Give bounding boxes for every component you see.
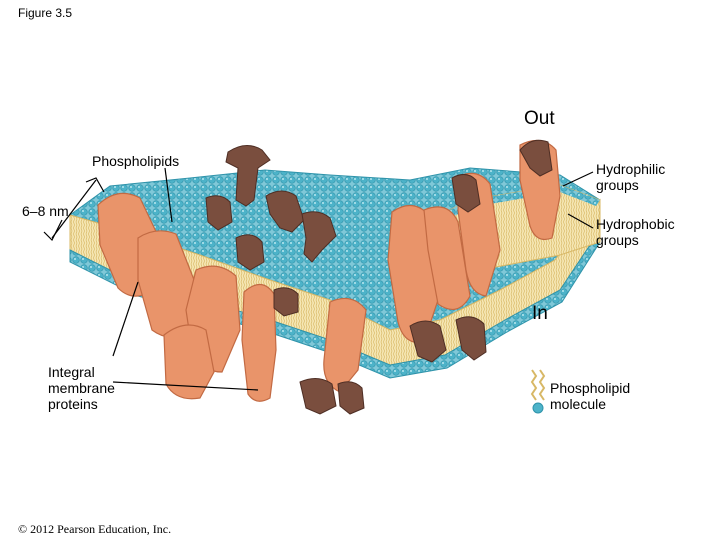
hydrophilic-leader (562, 171, 594, 187)
carbohydrate-10 (299, 378, 337, 415)
carbohydrate-8 (409, 320, 447, 363)
phospholipids-leader (164, 167, 173, 223)
thickness-label: 6–8 nm (22, 203, 69, 219)
carbohydrate-9 (455, 316, 487, 361)
protein-4 (163, 324, 215, 400)
carbohydrate-2 (265, 190, 305, 233)
carbohydrate-groups (205, 139, 553, 415)
figure-label: Figure 3.5 (18, 6, 73, 20)
carbohydrate-7 (451, 174, 481, 213)
protein-6 (323, 297, 367, 393)
integral-proteins (97, 139, 561, 402)
protein-5 (241, 283, 277, 402)
membrane-cut-face-heads (390, 185, 600, 247)
carbohydrate-3 (301, 211, 337, 263)
phospholipid-molecule-icon (530, 369, 546, 414)
integral-membrane-proteins-label: Integral membrane proteins (48, 364, 115, 412)
protein-8 (423, 206, 471, 311)
phospholipid-molecule-label: Phospholipid molecule (550, 380, 631, 412)
phospholipids-label: Phospholipids (92, 153, 180, 169)
thickness-bracket-top (85, 177, 105, 193)
out-label: Out (524, 108, 555, 129)
hydrophilic-groups-label: Hydrophilic groups (596, 161, 666, 193)
thickness-bracket-bottom (43, 219, 63, 242)
hydrophobic-groups-label: Hydrophobic groups (596, 216, 675, 248)
integral-leader (112, 281, 139, 357)
hydrophobic-leader (567, 213, 594, 229)
carbohydrate-11 (337, 381, 365, 415)
leader-lines (43, 167, 594, 391)
carbohydrate-1 (225, 145, 271, 207)
copyright-notice: © 2012 Pearson Education, Inc. (18, 522, 172, 536)
in-label: In (532, 303, 548, 324)
carbohydrate-12 (273, 287, 299, 317)
carbohydrate-5 (235, 234, 265, 271)
carbohydrate-6 (519, 139, 553, 177)
integral-leader-2 (112, 381, 259, 391)
carbohydrate-4 (205, 195, 233, 231)
thickness-dimension (51, 179, 97, 239)
